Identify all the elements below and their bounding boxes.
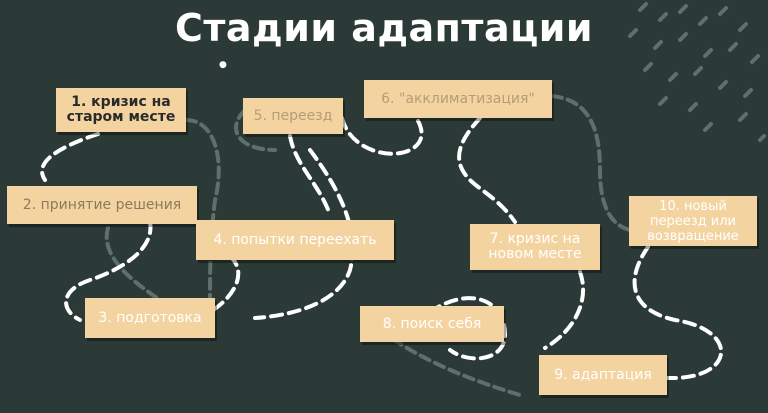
stage-card-7: 7. кризис на новом месте (470, 224, 600, 270)
dashed-connectors (40, 108, 723, 381)
stage-card-9: 9. адаптация (539, 355, 667, 395)
stage-card-10: 10. новый переезд или возвращение (629, 196, 757, 246)
stage-card-8: 8. поиск себя (360, 306, 504, 342)
stage-card-6: 6. "акклиматизация" (364, 80, 552, 118)
decorative-dashes (628, 2, 766, 142)
diagram-title: Стадии адаптации (174, 6, 594, 50)
stage-card-1: 1. кризис на старом месте (56, 88, 186, 132)
stage-card-4: 4. попытки переехать (196, 220, 394, 260)
stage-card-3: 3. подготовка (85, 298, 215, 338)
mouse-cursor-icon: ● (219, 60, 227, 70)
stage-card-2: 2. принятие решения (7, 186, 197, 224)
stage-card-5: 5. переезд (243, 98, 343, 134)
